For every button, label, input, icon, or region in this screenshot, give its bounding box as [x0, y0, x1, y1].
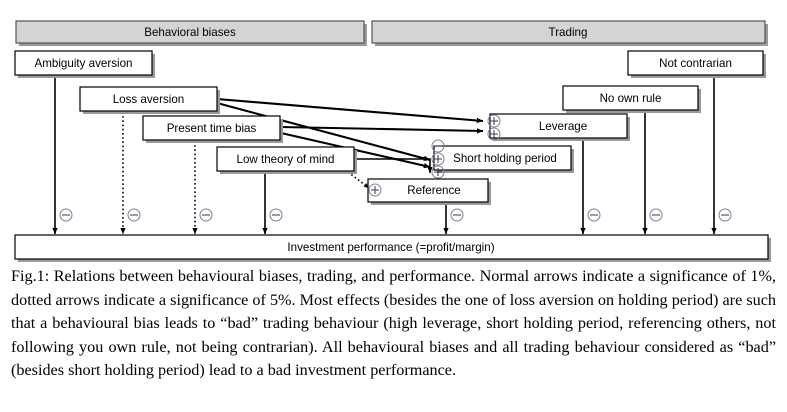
edge-ambiguity-aversion-to-investment-performance	[52, 76, 73, 235]
node-label: Leverage	[539, 120, 587, 133]
sign-minus	[127, 208, 141, 222]
node-no-own-rule[interactable]: No own rule	[562, 85, 701, 113]
header-label: Behavioral biases	[144, 26, 236, 39]
node-label: No own rule	[600, 92, 662, 105]
edge-reference-to-investment-performance	[443, 203, 464, 235]
edge-leverage-to-investment-performance	[580, 139, 601, 235]
sign-plus-short-holding-present-time-bias	[431, 152, 445, 166]
edge-present-time-bias-to-leverage	[280, 125, 484, 134]
node-not-contrarian[interactable]: Not contrarian	[627, 50, 766, 78]
node-investment-performance[interactable]: Investment performance (=profit/margin)	[14, 234, 771, 262]
relations-diagram: Behavioral biases Trading	[14, 20, 771, 262]
sign-plus-leverage-loss-aversion	[487, 114, 501, 128]
sign-plus-short-holding-low-theory-of-mind	[431, 165, 445, 179]
node-label: Loss aversion	[113, 93, 185, 106]
node-label: Present time bias	[167, 122, 257, 135]
node-reference[interactable]: Reference	[367, 178, 491, 205]
figure-caption: Fig.1: Relations between behavioural bia…	[11, 267, 776, 379]
header-label: Trading	[549, 26, 588, 39]
sign-plus-reference-low-theory-of-mind	[368, 183, 382, 197]
edge-not-contrarian-to-investment-performance	[711, 76, 732, 235]
node-leverage[interactable]: Leverage	[489, 113, 630, 141]
edge-low-theory-of-mind-to-investment-performance	[262, 172, 283, 235]
node-label: Low theory of mind	[237, 153, 335, 166]
node-ambiguity-aversion[interactable]: Ambiguity aversion	[14, 50, 155, 78]
sign-plus-leverage-present-time-bias	[487, 127, 501, 141]
sign-minus-short-holding-loss-aversion	[431, 139, 445, 153]
node-label: Not contrarian	[659, 57, 732, 70]
header-behavioral-biases: Behavioral biases	[15, 20, 367, 46]
node-low-theory-of-mind[interactable]: Low theory of mind	[216, 146, 357, 174]
sign-minus	[199, 208, 213, 222]
node-label: Ambiguity aversion	[35, 57, 133, 70]
node-label: Reference	[407, 184, 461, 197]
sign-minus	[649, 208, 663, 222]
edge-no-own-rule-to-investment-performance	[642, 109, 663, 235]
sign-minus	[450, 208, 464, 222]
sign-minus	[59, 208, 73, 222]
header-trading: Trading	[371, 20, 768, 46]
edge-present-time-bias-to-investment-performance	[192, 141, 213, 235]
edge-loss-aversion-to-leverage	[216, 97, 484, 124]
node-loss-aversion[interactable]: Loss aversion	[79, 86, 220, 114]
node-present-time-bias[interactable]: Present time bias	[142, 115, 283, 143]
edge-loss-aversion-to-investment-performance	[120, 112, 141, 235]
node-short-holding-period[interactable]: Short holding period	[433, 145, 574, 173]
edge-loss-aversion-to-short-holding-period	[216, 101, 431, 162]
sign-minus	[718, 208, 732, 222]
node-label: Investment performance (=profit/margin)	[287, 241, 494, 254]
sign-minus	[269, 208, 283, 222]
edge-low-theory-of-mind-to-short-holding-period	[356, 158, 433, 174]
sign-minus	[587, 208, 601, 222]
node-label: Short holding period	[453, 152, 557, 165]
edge-low-theory-of-mind-to-reference	[347, 171, 370, 189]
